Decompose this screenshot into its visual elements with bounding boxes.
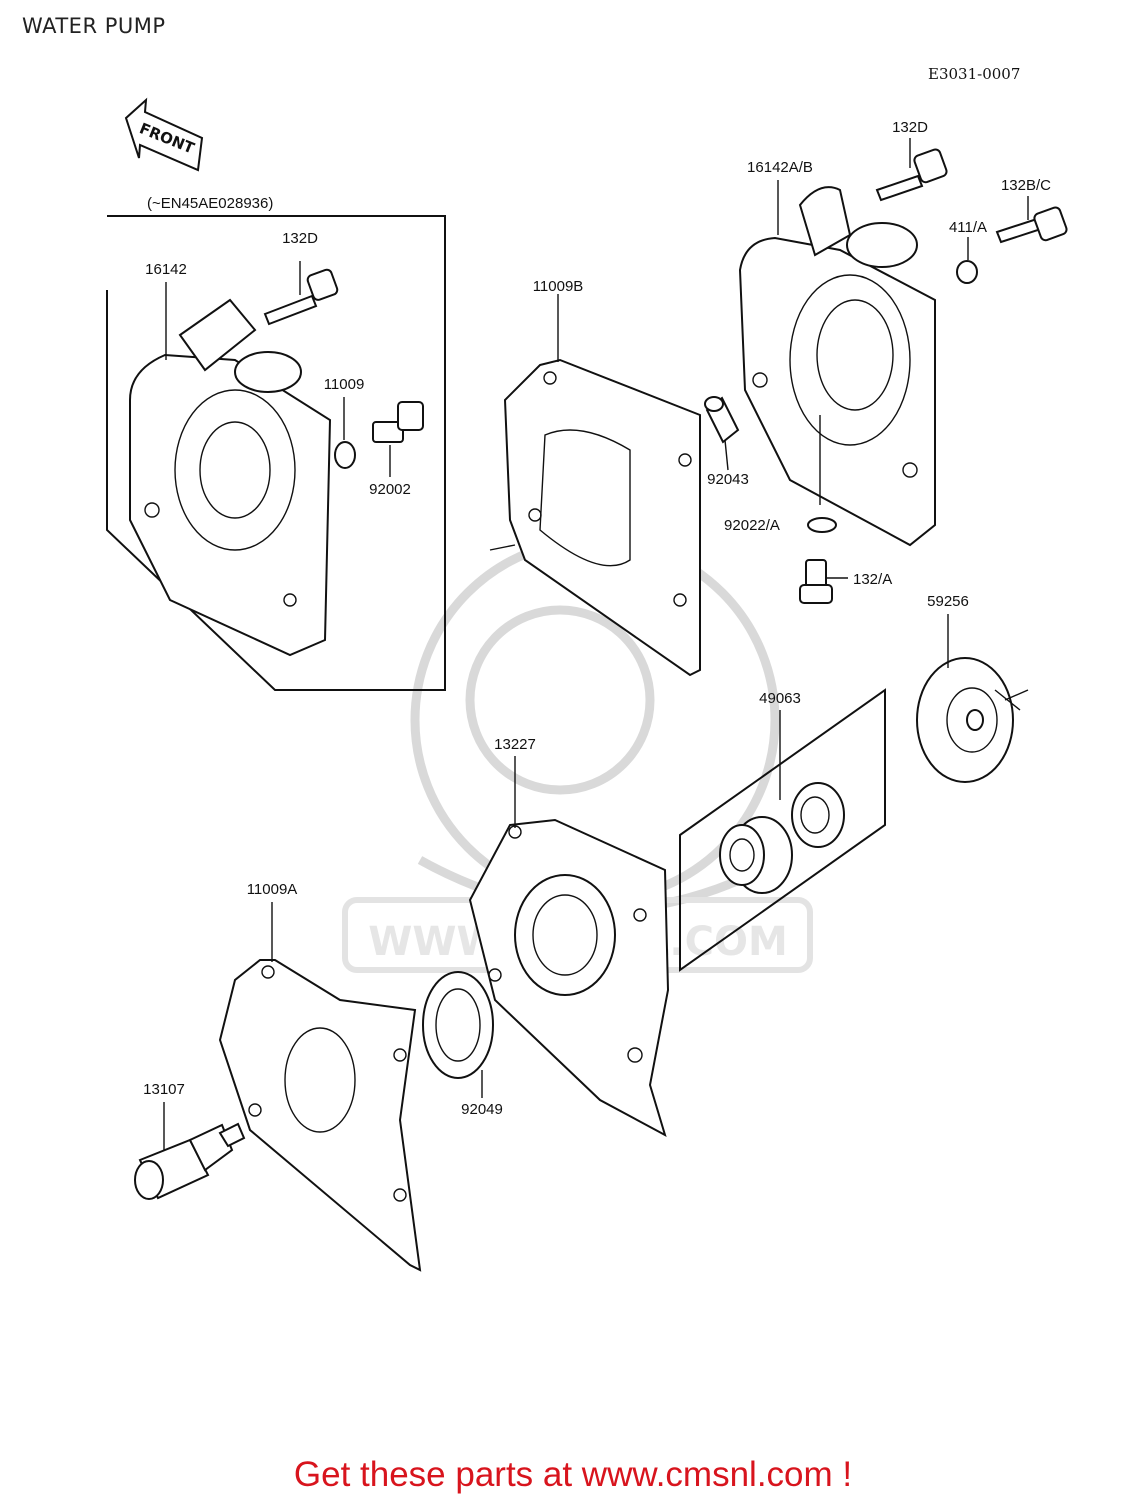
label-11009a: 11009A (247, 881, 298, 898)
washer-92022a (807, 517, 837, 533)
label-132bc: 132B/C (1001, 177, 1051, 194)
label-92002: 92002 (369, 481, 411, 498)
pump-cover-16142 (129, 298, 332, 657)
washer-411a (956, 260, 978, 284)
label-92049: 92049 (461, 1101, 503, 1118)
pump-body-13227 (468, 818, 670, 1138)
dowel-92043 (704, 396, 740, 444)
label-92043: 92043 (707, 471, 749, 488)
gasket-11009a (218, 959, 422, 1272)
label-11009b: 11009B (533, 278, 584, 295)
label-16142: 16142 (145, 261, 187, 278)
inset-frame (106, 215, 446, 691)
bolt-92002 (372, 401, 424, 443)
diagram-code: E3031-0007 (928, 65, 1021, 83)
serial-range-label: (~EN45AE028936) (147, 195, 273, 212)
bolt-132d-b (875, 148, 948, 202)
label-49063: 49063 (759, 690, 801, 707)
oil-seal-92049 (422, 971, 494, 1079)
label-411a: 411/A (949, 219, 987, 236)
label-11009: 11009 (324, 376, 365, 393)
label-13107: 13107 (143, 1081, 185, 1098)
pump-cover-16142ab (738, 186, 936, 547)
label-132d-inset: 132D (282, 230, 318, 247)
footer-parts-link[interactable]: Get these parts at www.cmsnl.com ! (293, 1455, 853, 1494)
seal-kit-frame (679, 688, 886, 972)
mechanical-seal-49063 (719, 782, 845, 894)
label-92022a: 92022/A (724, 517, 780, 534)
label-16142ab: 16142A/B (747, 159, 813, 176)
label-59256: 59256 (927, 593, 969, 610)
bolt-132d (263, 268, 339, 326)
impeller-59256 (916, 657, 1029, 783)
gasket-11009b (489, 358, 701, 677)
bolt-132a (799, 559, 833, 604)
label-13227: 13227 (494, 736, 536, 753)
front-arrow-icon: FRONT (124, 97, 204, 172)
washer-11009 (334, 441, 356, 469)
sensor-13107 (134, 1122, 246, 1200)
label-132a: 132/A (853, 571, 892, 588)
bolt-132bc (995, 206, 1068, 244)
page-title: WATER PUMP (22, 14, 166, 38)
label-132d: 132D (892, 119, 928, 136)
